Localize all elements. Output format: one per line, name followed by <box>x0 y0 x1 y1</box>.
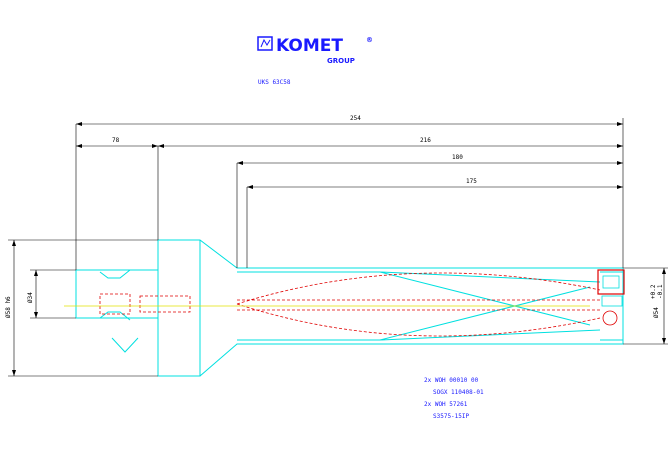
insert-screw <box>602 310 618 326</box>
body-outline <box>157 239 624 377</box>
parts-list-line-1: 2x WOH 00010 00 <box>424 377 479 384</box>
logo-brand: KOMET <box>276 36 343 56</box>
dim-text-180: 180 <box>452 154 463 161</box>
komet-logo-mark-stroke <box>260 38 271 48</box>
coolant-bore <box>99 293 131 315</box>
dim-text-dia-54: Ø54 <box>653 307 660 318</box>
dim-text-tol-top: +0.2 <box>650 284 657 299</box>
insert-detail <box>601 275 623 326</box>
flute-lines <box>237 271 601 341</box>
parts-list-line-3: 2x WOH 57261 <box>424 401 468 408</box>
komet-logo: KOMET ® GROUP <box>257 36 373 65</box>
tool-outline <box>75 239 624 377</box>
dim-text-dia-34: Ø34 <box>27 292 34 303</box>
coolant-channels <box>236 272 601 337</box>
article-code: UKS 63C58 <box>258 79 291 86</box>
dim-text-175: 175 <box>466 178 477 185</box>
internal-hidden-lines <box>99 272 601 337</box>
shank-grooves <box>99 269 131 321</box>
insert-seat <box>602 275 620 289</box>
dim-text-78: 78 <box>112 137 120 144</box>
logo-registered: ® <box>366 36 373 44</box>
dim-text-tol-bottom: -0.1 <box>657 284 664 299</box>
dim-text-254: 254 <box>350 115 361 122</box>
parts-list-line-2: SOGX 110408-01 <box>433 389 484 396</box>
coolant-screw <box>139 295 191 313</box>
coolant-groove <box>111 337 139 353</box>
parts-list: 2x WOH 00010 00 SOGX 110408-01 2x WOH 57… <box>424 377 484 420</box>
insert-clamp <box>601 295 623 307</box>
dim-text-216: 216 <box>420 137 431 144</box>
insert-outline <box>597 269 625 295</box>
dimension-lines <box>8 118 668 377</box>
insert-pocket <box>597 269 625 295</box>
parts-list-line-4: S3575-15IP <box>433 413 470 420</box>
logo-group: GROUP <box>327 57 355 65</box>
arrowheads <box>12 122 666 376</box>
dim-text-dia-58: Ø58 h6 <box>5 296 12 318</box>
komet-logo-mark <box>257 36 273 51</box>
tip-lines <box>600 271 623 341</box>
